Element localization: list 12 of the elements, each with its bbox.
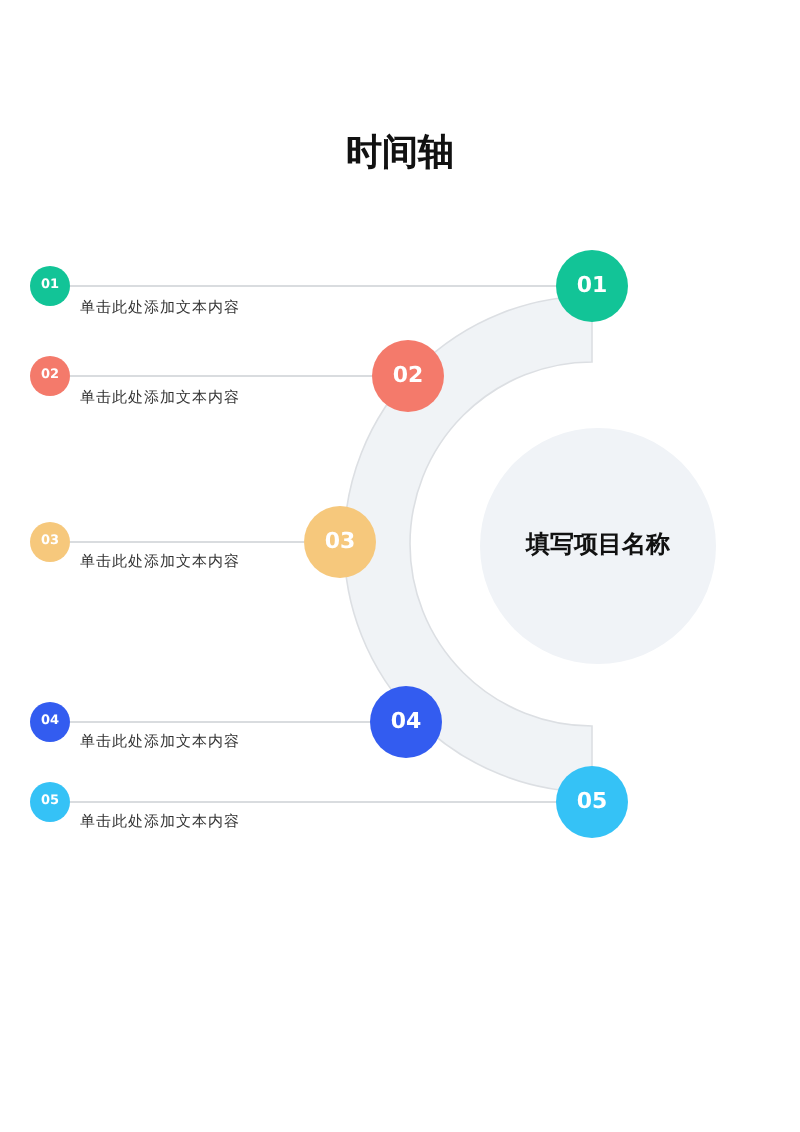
- title: 时间轴: [344, 130, 456, 176]
- milestone-circle: 01: [556, 250, 628, 322]
- milestone-circle: 02: [372, 340, 444, 412]
- connector-line: [70, 720, 370, 724]
- center-circle: 填写项目名称: [480, 428, 716, 664]
- milestone-circle: 04: [370, 686, 442, 758]
- connector-line: [70, 800, 556, 804]
- connector-line: [70, 284, 556, 288]
- milestone-circle: 03: [304, 506, 376, 578]
- connector-line: [70, 540, 304, 544]
- connector-line: [70, 374, 372, 378]
- milestone-circle: 05: [556, 766, 628, 838]
